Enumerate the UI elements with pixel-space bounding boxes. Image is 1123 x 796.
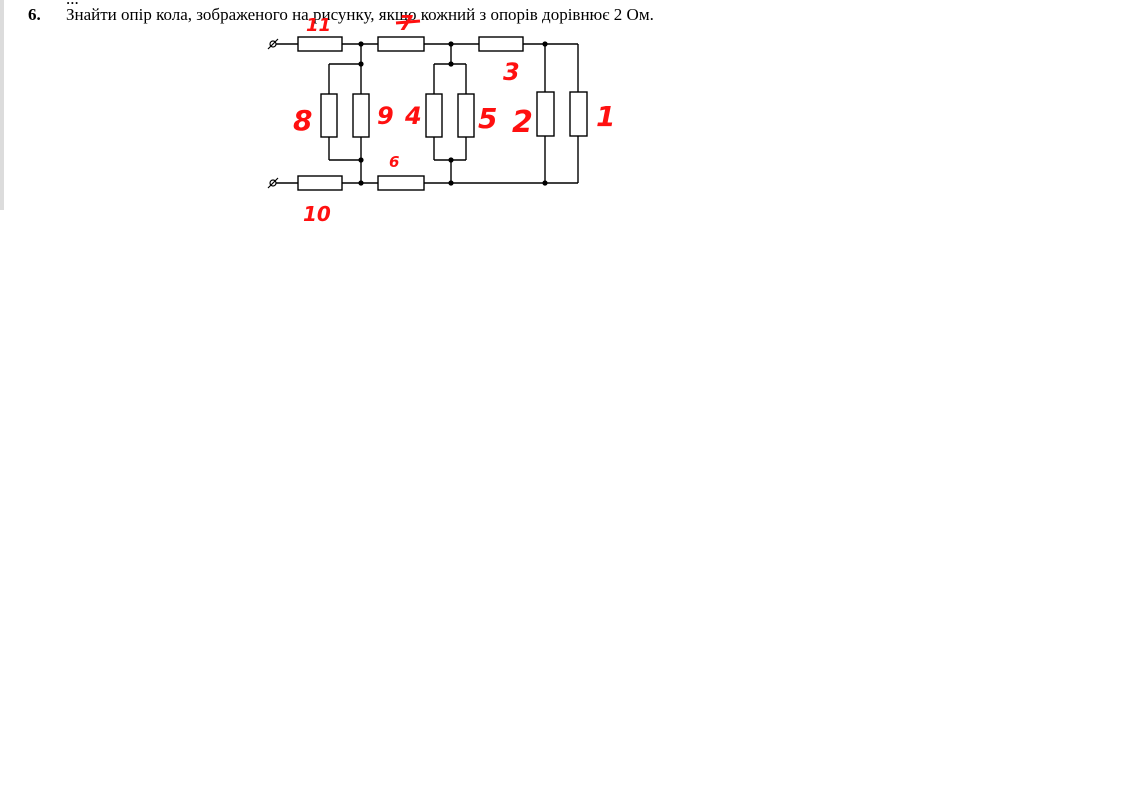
terminal-top bbox=[267, 38, 279, 50]
label-5: 5 bbox=[478, 102, 497, 135]
label-7-strike bbox=[395, 19, 421, 25]
junction-dots bbox=[358, 41, 548, 186]
label-3: 3 bbox=[503, 58, 520, 86]
resistor-2 bbox=[536, 91, 555, 137]
problem-number: 6. bbox=[28, 5, 41, 24]
annotations: 11 7 3 8 9 4 5 2 1 6 10 bbox=[293, 11, 615, 226]
resistor-9 bbox=[352, 93, 370, 138]
resistor-8 bbox=[320, 93, 338, 138]
label-6: 6 bbox=[389, 153, 399, 171]
resistors bbox=[297, 36, 588, 191]
page-edge bbox=[0, 0, 4, 210]
resistor-7 bbox=[377, 36, 425, 52]
resistor-1 bbox=[569, 91, 588, 137]
previous-line-clipped: ... bbox=[66, 0, 79, 9]
resistor-10 bbox=[297, 175, 343, 191]
problem-statement: Знайти опір кола, зображеного на рисунку… bbox=[66, 5, 654, 24]
label-8: 8 bbox=[293, 104, 312, 137]
label-1: 1 bbox=[596, 100, 615, 133]
resistor-5 bbox=[457, 93, 475, 138]
label-11: 11 bbox=[306, 15, 331, 36]
terminal-bottom bbox=[267, 177, 279, 189]
label-10: 10 bbox=[303, 202, 331, 226]
resistor-6 bbox=[377, 175, 425, 191]
label-4: 4 bbox=[404, 102, 422, 130]
resistor-11 bbox=[297, 36, 343, 52]
label-2: 2 bbox=[512, 105, 533, 140]
label-9: 9 bbox=[377, 102, 394, 130]
resistor-4 bbox=[425, 93, 443, 138]
resistor-3 bbox=[478, 36, 524, 52]
input-terminals bbox=[267, 38, 279, 189]
